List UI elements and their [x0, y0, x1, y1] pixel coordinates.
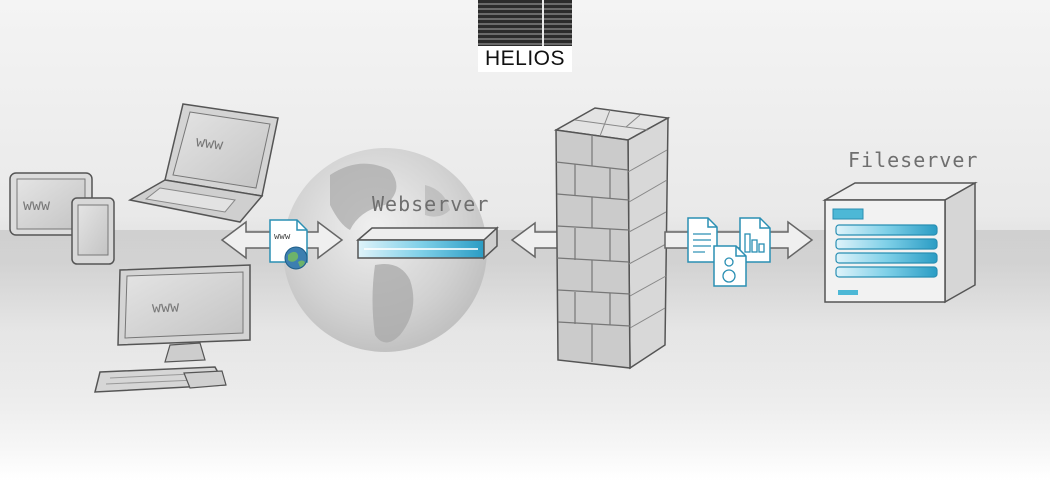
helios-logo: HELIOS — [478, 0, 572, 72]
fileserver-label: Fileserver — [848, 148, 979, 172]
text-document-icon — [687, 217, 718, 263]
monitor-screen-text: www — [151, 297, 180, 317]
laptop-screen-text: www — [194, 132, 225, 154]
desktop-monitor — [94, 264, 251, 393]
fileserver-cabinet — [822, 181, 978, 304]
laptop-device — [127, 103, 279, 223]
webserver-label: Webserver — [372, 192, 490, 216]
web-document-icon — [269, 219, 308, 270]
audio-document-icon — [713, 245, 747, 287]
web-document-text: www — [274, 232, 291, 242]
arrow-to-webserver — [510, 221, 563, 259]
logo-stripes — [478, 0, 572, 46]
webserver-rack — [355, 226, 499, 260]
tablet-screen-text: www — [23, 196, 51, 214]
phone-device — [71, 197, 115, 265]
logo-text: HELIOS — [478, 46, 572, 72]
firewall-wall — [553, 107, 671, 370]
double-arrow-fileserver — [664, 220, 814, 260]
